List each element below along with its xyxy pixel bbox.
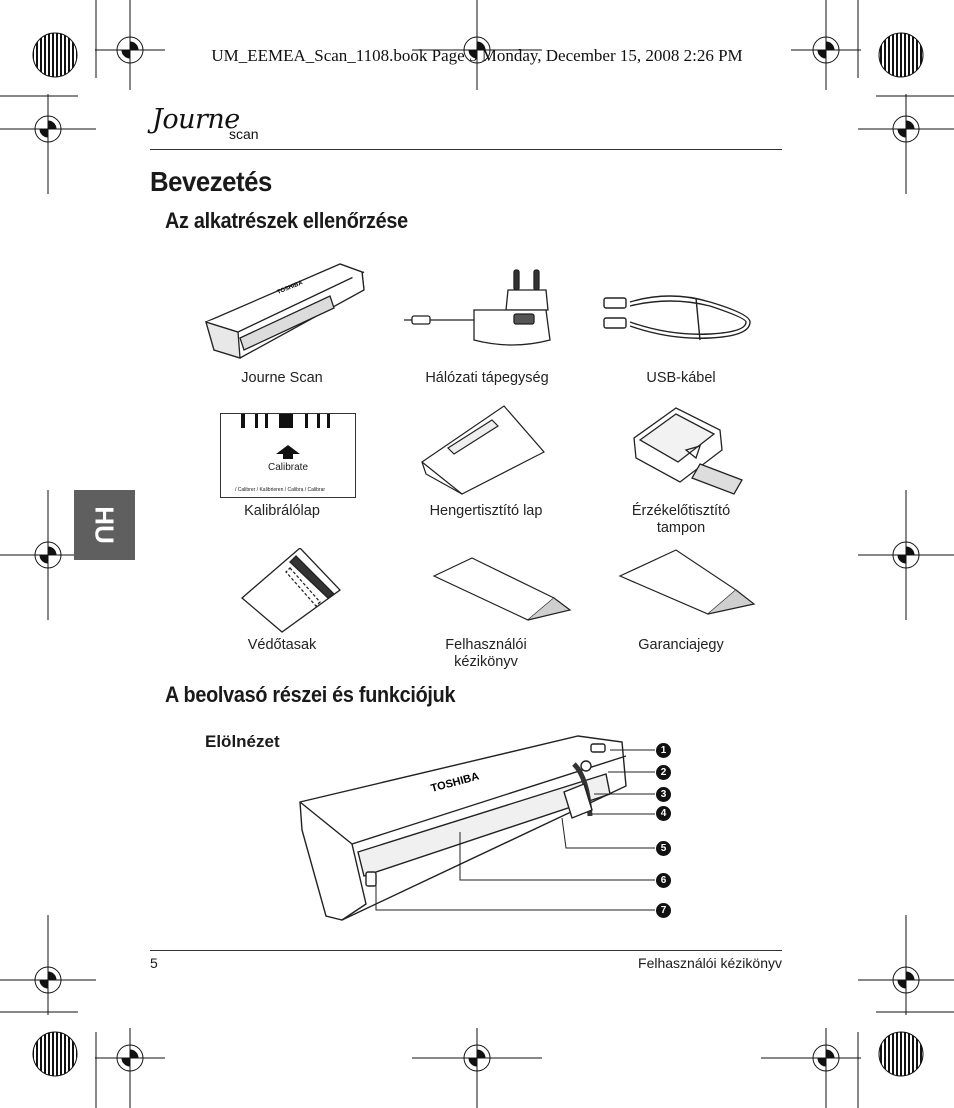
header-rule (150, 149, 782, 150)
page-title: Bevezetés (150, 166, 272, 197)
component-label: Journe Scan (241, 370, 323, 386)
callout-2: 2 (656, 765, 671, 780)
section-heading-parts: A beolvasó részei és funkciójuk (165, 682, 456, 707)
subheading-front-view: Elölnézet (205, 732, 280, 751)
footer-manual-name: Felhasználói kézikönyv (638, 955, 782, 971)
scanner-icon: TOSHIBA (205, 263, 365, 359)
callout-leader-lines (375, 749, 655, 911)
callout-3: 3 (656, 787, 671, 802)
page-number: 5 (150, 955, 158, 971)
sensor-cleaning-pad-icon (633, 407, 743, 495)
protective-pouch-icon (241, 548, 341, 633)
calibration-sheet-icon: Calibrate / Calibrer / Kalibrieren / Cal… (220, 413, 356, 498)
warranty-card-icon (618, 549, 756, 615)
component-label: Érzékelőtisztító tampon (631, 503, 731, 536)
language-tab: HU (74, 490, 135, 560)
callout-6: 6 (656, 873, 671, 888)
section-heading-components: Az alkatrészek ellenőrzése (165, 208, 408, 233)
usb-cable-icon (603, 295, 751, 341)
callout-7: 7 (656, 903, 671, 918)
callout-1: 1 (656, 743, 671, 758)
scanner-front-view-diagram: TOSHIBA (299, 735, 627, 921)
footer-rule (150, 950, 782, 951)
journe-logo: Journe (152, 104, 240, 135)
component-label: Hengertisztító lap (429, 503, 543, 519)
component-label: Kalibrálólap (244, 503, 320, 519)
cleaning-sheet-icon (420, 405, 545, 495)
user-manual-icon (432, 557, 572, 621)
journe-logo-sub: scan (229, 126, 259, 142)
language-tab-label: HU (89, 506, 120, 544)
power-adapter-icon (404, 269, 551, 346)
calibration-footer: / Calibrer / Kalibrieren / Calibra / Cal… (235, 487, 326, 493)
calibration-label: Calibrate (267, 462, 309, 473)
callout-5: 5 (656, 841, 671, 856)
component-label: USB-kábel (646, 370, 716, 386)
component-label: Garanciajegy (638, 637, 724, 653)
book-slug-line: UM_EEMEA_Scan_1108.book Page 5 Monday, D… (211, 46, 743, 65)
component-label: Hálózati tápegység (425, 370, 549, 386)
component-label: Felhasználói kézikönyv (445, 637, 527, 670)
component-label: Védőtasak (247, 637, 317, 653)
callout-4: 4 (656, 806, 671, 821)
